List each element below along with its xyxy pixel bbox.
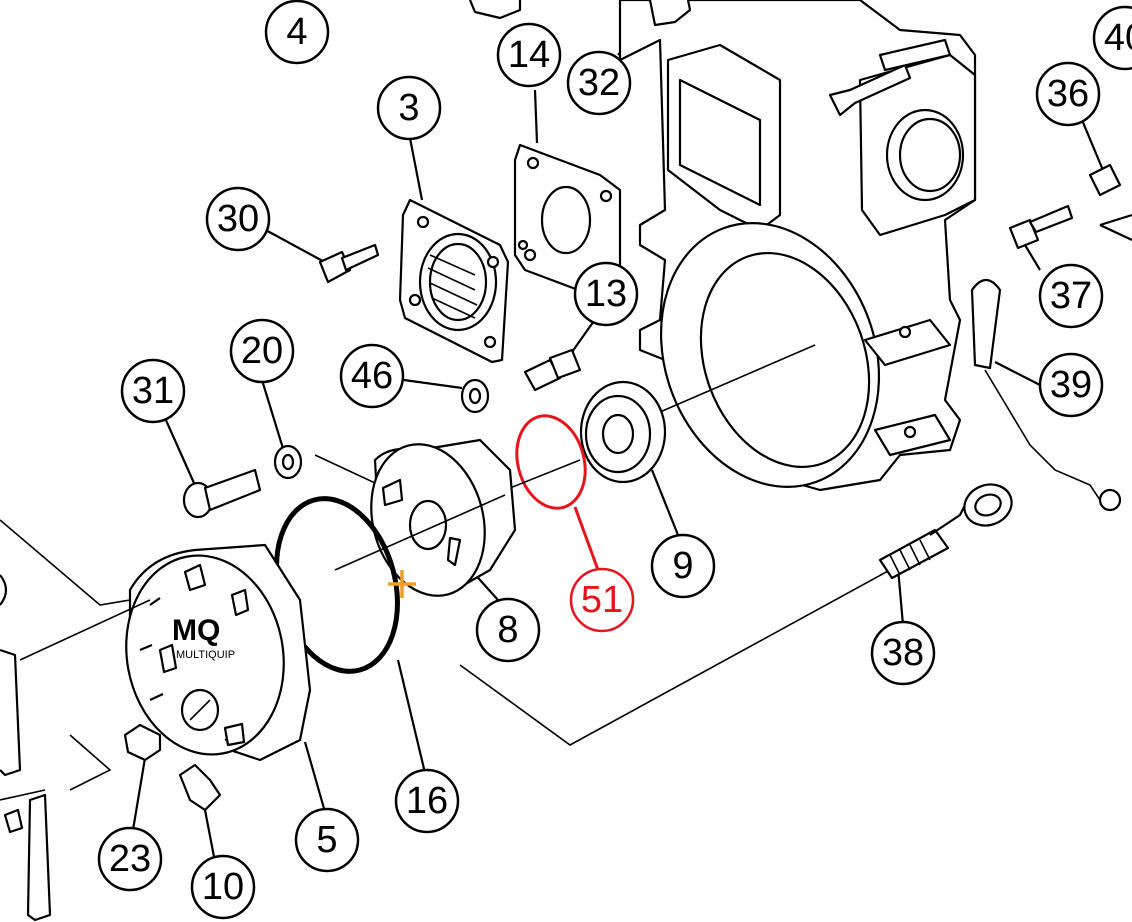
cover-5: MQ MULTIQUIP [19, 543, 312, 762]
bolt-31 [182, 468, 262, 519]
svg-text:51: 51 [581, 579, 623, 621]
svg-text:13: 13 [585, 273, 627, 315]
logo-mq: MQ [172, 614, 220, 647]
logo-subtext: MULTIQUIP [176, 649, 235, 661]
o-ring-51 [504, 414, 600, 571]
bearing-9 [579, 380, 667, 484]
svg-text:39: 39 [1050, 364, 1092, 406]
callout-46[interactable]: 46 [339, 343, 405, 409]
svg-text:31: 31 [132, 370, 174, 412]
svg-text:38: 38 [882, 632, 924, 674]
washers [273, 378, 490, 480]
bolts [318, 204, 1122, 512]
svg-text:9: 9 [672, 545, 693, 587]
gasket-14 [513, 143, 622, 302]
callout-36[interactable]: 36 [1035, 61, 1101, 127]
svg-text:3: 3 [398, 87, 419, 129]
callout-14[interactable]: 14 [496, 22, 562, 88]
svg-text:14: 14 [508, 34, 550, 76]
callout-4[interactable]: 4 [264, 0, 330, 65]
callout-3[interactable]: 3 [376, 75, 442, 141]
callout-8[interactable]: 8 [475, 597, 541, 663]
flange-3 [398, 198, 510, 364]
small-parts [0, 483, 1013, 922]
callout-30[interactable]: 30 [205, 186, 271, 252]
callout-9[interactable]: 9 [650, 533, 716, 599]
diffuser-8 [334, 438, 517, 597]
svg-text:30: 30 [217, 198, 259, 240]
svg-text:20: 20 [241, 330, 283, 372]
callout-23[interactable]: 23 [97, 826, 163, 892]
svg-text:46: 46 [351, 355, 393, 397]
svg-text:36: 36 [1047, 73, 1089, 115]
callouts: 4 14 32 40 3 36 30 13 37 20 46 31 39 9 5… [97, 0, 1132, 920]
svg-text:40: 40 [1104, 17, 1132, 59]
callout-32[interactable]: 32 [566, 50, 632, 116]
top-parts [468, 0, 1132, 241]
svg-text:5: 5 [316, 819, 337, 861]
callout-13[interactable]: 13 [573, 261, 639, 327]
callout-5[interactable]: 5 [294, 807, 360, 873]
callout-40[interactable]: 40 [1092, 5, 1132, 71]
callout-16[interactable]: 16 [394, 768, 460, 834]
callout-10[interactable]: 10 [190, 854, 256, 920]
svg-text:8: 8 [497, 609, 518, 651]
svg-text:4: 4 [286, 11, 307, 53]
callout-37[interactable]: 37 [1038, 263, 1104, 329]
callout-39[interactable]: 39 [1038, 352, 1104, 418]
svg-text:37: 37 [1050, 275, 1092, 317]
callout-20[interactable]: 20 [229, 318, 295, 384]
svg-text:32: 32 [578, 62, 620, 104]
cursor-crosshair-icon [388, 570, 416, 598]
svg-text:23: 23 [109, 838, 151, 880]
svg-text:16: 16 [406, 780, 448, 822]
svg-text:10: 10 [202, 866, 244, 908]
pump-housing [618, 0, 977, 492]
callout-31[interactable]: 31 [120, 358, 186, 424]
callout-38[interactable]: 38 [870, 620, 936, 686]
callout-51[interactable]: 51 [569, 567, 635, 633]
